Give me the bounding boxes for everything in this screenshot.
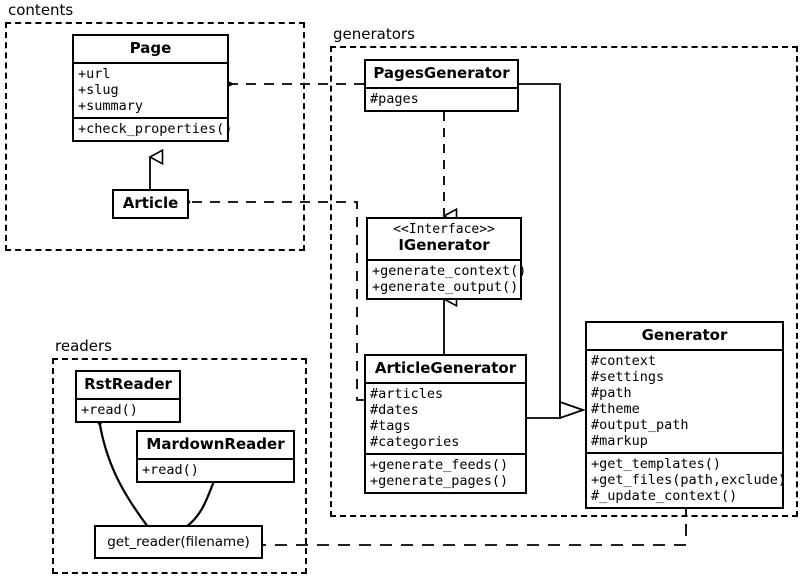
class-igenerator-name: IGenerator (398, 236, 490, 254)
class-articlegenerator-name: ArticleGenerator (374, 359, 517, 377)
class-page-name: Page (129, 39, 172, 57)
method: +generate_pages() (370, 473, 509, 489)
class-pagesgenerator[interactable]: PagesGenerator #pages (364, 59, 519, 112)
method: +check_properties() (78, 121, 233, 137)
attribute: #theme (591, 401, 640, 417)
package-contents-label: contents (6, 1, 76, 19)
class-mardownreader-methods: +read() (138, 458, 293, 481)
attribute: #settings (591, 369, 665, 385)
attribute: +summary (78, 98, 144, 114)
class-rstreader[interactable]: RstReader +read() (75, 370, 181, 423)
method: +get_files(path,exclude) (591, 472, 787, 488)
class-pagesgenerator-name: PagesGenerator (373, 64, 510, 82)
attribute: #articles (370, 386, 444, 402)
class-articlegenerator-methods: +generate_feeds() +generate_pages() (366, 453, 525, 492)
class-page[interactable]: Page +url +slug +summary +check_properti… (72, 34, 233, 142)
function-get-reader-label: get_reader(filename) (107, 534, 250, 550)
attribute: +slug (78, 82, 119, 98)
method: +generate_feeds() (370, 457, 509, 473)
class-article[interactable]: Article (112, 189, 189, 219)
class-igenerator[interactable]: <<Interface>> IGenerator +generate_conte… (366, 217, 527, 300)
package-readers (52, 358, 307, 574)
class-rstreader-name: RstReader (84, 375, 172, 393)
class-igenerator-stereotype: <<Interface>> (393, 222, 495, 237)
attribute: #context (591, 353, 657, 369)
function-get-reader[interactable]: get_reader(filename) (94, 525, 263, 559)
method: +generate_output() (372, 279, 519, 295)
class-generator-methods: +get_templates() +get_files(path,exclude… (587, 452, 787, 507)
class-articlegenerator-attributes: #articles #dates #tags #categories (366, 382, 525, 453)
attribute: #categories (370, 434, 460, 450)
class-generator[interactable]: Generator #context #settings #path #them… (585, 321, 787, 509)
package-contents (5, 22, 305, 251)
package-readers-label: readers (53, 337, 114, 355)
class-mardownreader-name: MardownReader (146, 435, 285, 453)
method: +generate_context() (372, 263, 527, 279)
attribute: #pages (370, 91, 419, 107)
class-generator-name: Generator (641, 326, 728, 344)
class-articlegenerator[interactable]: ArticleGenerator #articles #dates #tags … (364, 354, 527, 494)
attribute: +url (78, 66, 111, 82)
method: +read() (81, 402, 138, 418)
class-pagesgenerator-attributes: #pages (366, 87, 517, 110)
attribute: #output_path (591, 417, 689, 433)
method: +get_templates() (591, 456, 722, 472)
method: +read() (142, 462, 199, 478)
attribute: #dates (370, 402, 419, 418)
class-page-methods: +check_properties() (74, 117, 233, 140)
method: #_update_context() (591, 488, 738, 504)
package-generators-label: generators (331, 25, 417, 43)
class-generator-attributes: #context #settings #path #theme #output_… (587, 349, 782, 452)
class-igenerator-methods: +generate_context() +generate_output() (368, 259, 527, 298)
attribute: #markup (591, 433, 648, 449)
class-rstreader-methods: +read() (77, 398, 179, 421)
class-mardownreader[interactable]: MardownReader +read() (136, 430, 295, 483)
class-article-name: Article (122, 194, 179, 212)
attribute: #path (591, 385, 632, 401)
attribute: #tags (370, 418, 411, 434)
class-page-attributes: +url +slug +summary (74, 62, 227, 117)
